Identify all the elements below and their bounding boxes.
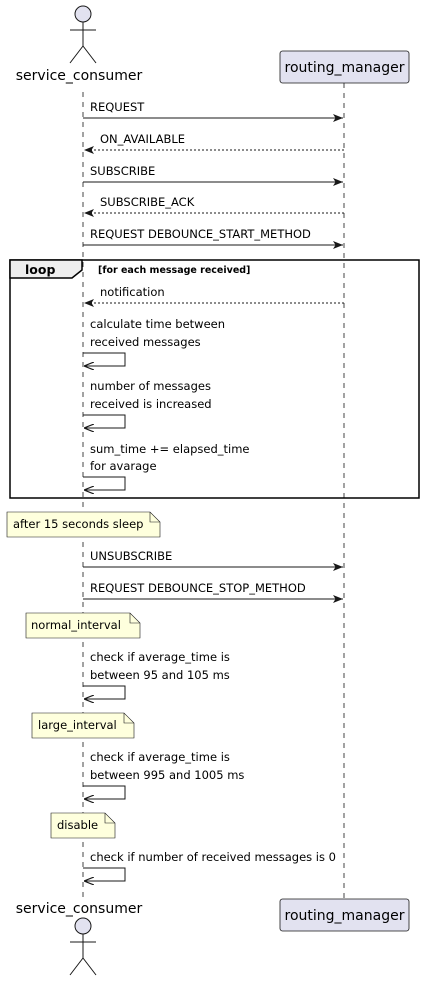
actor-head-icon (74, 917, 92, 935)
message-label: REQUEST (90, 100, 145, 114)
self-message-check-normal: check if average_time is between 95 and … (83, 650, 230, 699)
note-text: after 15 seconds sleep (13, 517, 143, 531)
note-text: disable (57, 818, 98, 832)
actor-label: service_consumer (16, 68, 143, 84)
participant-routing-manager-bottom: routing_manager (279, 898, 410, 932)
note-text: large_interval (38, 718, 117, 732)
message-label: between 995 and 1005 ms (90, 768, 244, 782)
participant-label: routing_manager (285, 60, 405, 76)
note-large-interval: large_interval (31, 712, 135, 739)
self-message-check-large: check if average_time is between 995 and… (83, 750, 244, 799)
message-label: number of messages (90, 379, 211, 393)
note-normal-interval: normal_interval (25, 612, 141, 639)
message-label: check if average_time is (90, 750, 230, 764)
message-subscribe: SUBSCRIBE (83, 164, 343, 186)
message-request: REQUEST (83, 100, 343, 122)
message-label: calculate time between (90, 317, 225, 331)
self-message-sum: sum_time += elapsed_time for avarage (83, 442, 250, 490)
note-sleep: after 15 seconds sleep (6, 511, 161, 538)
message-label: REQUEST DEBOUNCE_STOP_METHOD (90, 581, 306, 595)
self-message-check-disable: check if number of received messages is … (83, 850, 336, 881)
message-label: received is increased (90, 397, 212, 411)
participant-routing-manager-top: routing_manager (279, 50, 410, 84)
message-label: ON_AVAILABLE (100, 132, 185, 146)
message-label: check if average_time is (90, 650, 230, 664)
message-debounce-start: REQUEST DEBOUNCE_START_METHOD (83, 227, 343, 249)
actor-service-consumer-top: service_consumer (16, 5, 143, 84)
message-label: SUBSCRIBE_ACK (100, 195, 195, 209)
note-text: normal_interval (31, 618, 121, 632)
message-label: sum_time += elapsed_time (90, 442, 250, 456)
message-subscribe-ack: SUBSCRIBE_ACK (84, 195, 344, 217)
message-label: check if number of received messages is … (90, 850, 336, 864)
message-debounce-stop: REQUEST DEBOUNCE_STOP_METHOD (83, 581, 343, 603)
actor-label: service_consumer (16, 901, 143, 917)
self-message-calculate: calculate time between received messages (83, 317, 225, 366)
participant-label: routing_manager (285, 908, 405, 924)
actor-head-icon (74, 5, 92, 23)
message-on-available: ON_AVAILABLE (84, 132, 344, 154)
message-label: for avarage (90, 459, 157, 473)
self-message-count: number of messages received is increased (83, 379, 212, 428)
message-label: received messages (90, 335, 201, 349)
note-disable: disable (50, 812, 116, 839)
message-label: between 95 and 105 ms (90, 668, 230, 682)
message-label: SUBSCRIBE (90, 164, 155, 178)
message-label: REQUEST DEBOUNCE_START_METHOD (90, 227, 311, 241)
message-notification: notification (84, 285, 344, 307)
message-unsubscribe: UNSUBSCRIBE (83, 549, 343, 571)
actor-service-consumer-bottom: service_consumer (16, 901, 143, 976)
loop-fragment: loop [for each message received] (9, 259, 420, 499)
message-label: UNSUBSCRIBE (90, 549, 172, 563)
loop-title: loop (25, 262, 55, 277)
message-label: notification (100, 285, 165, 299)
loop-guard: [for each message received] (98, 265, 250, 276)
